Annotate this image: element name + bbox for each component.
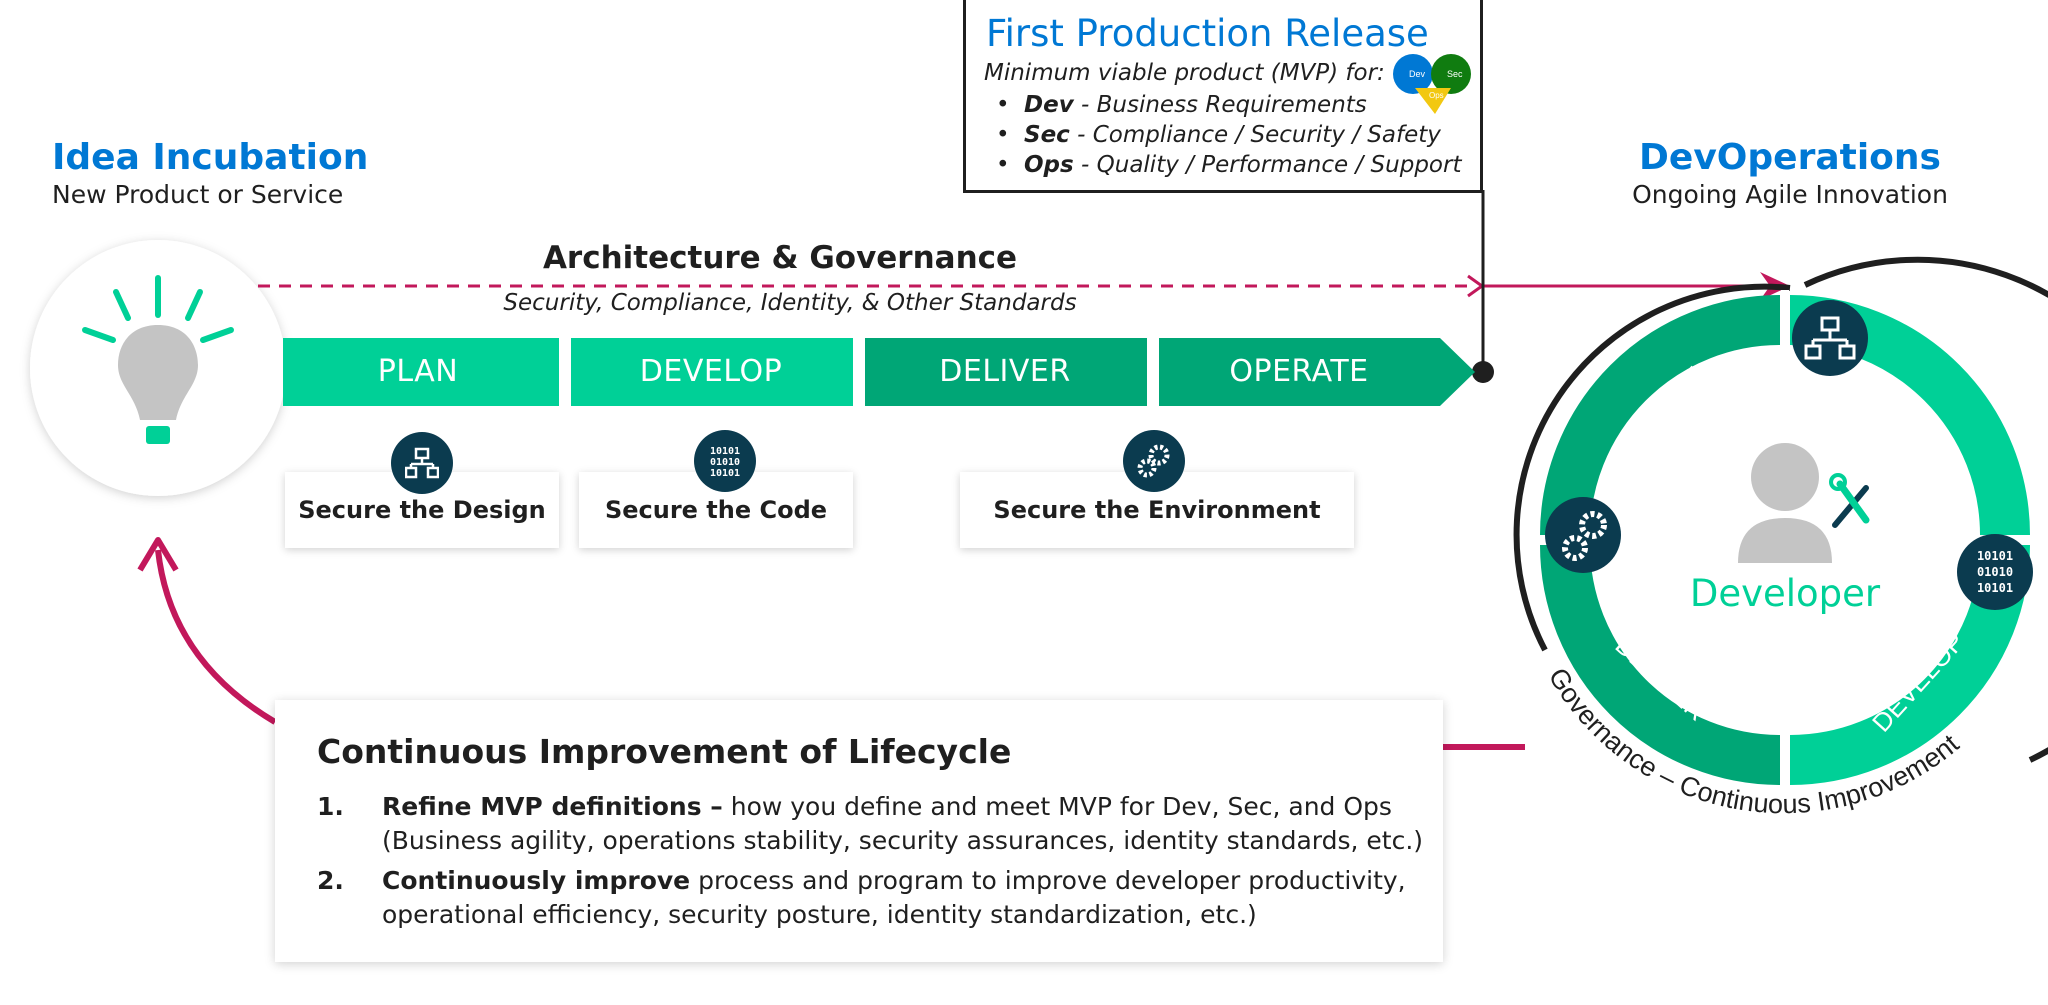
developer-icon <box>1738 443 1832 563</box>
governance-subtitle: Security, Compliance, Identity, & Other … <box>503 290 1077 316</box>
phase-operate: OPERATE <box>1229 354 1369 389</box>
design-hierarchy-icon <box>391 432 453 494</box>
improvement-title: Continuous Improvement of Lifecycle <box>317 732 1012 771</box>
release-item-ops: •Ops - Quality / Performance / Support <box>996 152 1462 178</box>
environment-gears-icon <box>1123 430 1185 492</box>
release-intro: Minimum viable product (MVP) for: <box>984 60 1385 86</box>
idea-subtitle: New Product or Service <box>52 180 344 209</box>
developer-label: Developer <box>1689 572 1881 615</box>
devops-title: DevOperations <box>1639 137 1941 178</box>
secure-environment-card: Secure the Environment <box>960 472 1354 548</box>
release-item-dev: •Dev - Business Requirements <box>996 92 1367 118</box>
improvement-arrow <box>137 537 1525 750</box>
svg-text:01010: 01010 <box>710 457 740 468</box>
phase-deliver: DELIVER <box>939 354 1071 389</box>
phase-plan: PLAN <box>377 354 459 389</box>
governance-title: Architecture & Governance <box>542 240 1018 276</box>
tools-icon <box>1829 473 1870 528</box>
cycle-plan-icon <box>1792 300 1868 376</box>
svg-text:10101: 10101 <box>710 468 740 479</box>
svg-text:10101: 10101 <box>1977 581 2013 595</box>
lightbulb-icon <box>30 240 286 496</box>
devsecops-venn-icon: Dev Sec Ops <box>1393 54 1471 114</box>
cycle-gears-icon <box>1545 497 1621 573</box>
svg-text:Ops: Ops <box>1429 91 1444 100</box>
secure-code-label: Secure the Code <box>604 496 828 524</box>
release-list: •Dev - Business Requirements •Sec - Comp… <box>984 90 1461 180</box>
cycle-code-icon: 10101 01010 10101 <box>1957 534 2033 610</box>
svg-text:10101: 10101 <box>710 446 740 457</box>
release-title: First Production Release <box>986 12 1429 55</box>
release-item-sec: •Sec - Compliance / Security / Safety <box>996 122 1441 148</box>
secure-environment-label: Secure the Environment <box>993 496 1321 524</box>
release-box: First Production Release Minimum viable … <box>963 0 1483 193</box>
svg-text:10101: 10101 <box>1977 549 2013 563</box>
svg-text:01010: 01010 <box>1977 565 2013 579</box>
improvement-box: Continuous Improvement of Lifecycle 1. R… <box>275 700 1443 962</box>
svg-text:Sec: Sec <box>1447 69 1463 79</box>
idea-title: Idea Incubation <box>52 137 369 178</box>
release-marker <box>1472 361 1494 383</box>
improvement-item-2: 2. Continuously improve process and prog… <box>317 866 1406 929</box>
improvement-item-1: 1. Refine MVP definitions – how you defi… <box>317 792 1424 855</box>
svg-text:Dev: Dev <box>1409 69 1426 79</box>
phase-bar <box>283 338 1475 406</box>
devops-subtitle: Ongoing Agile Innovation <box>1632 180 1948 209</box>
phase-develop: DEVELOP <box>639 354 783 389</box>
secure-design-label: Secure the Design <box>298 496 546 524</box>
